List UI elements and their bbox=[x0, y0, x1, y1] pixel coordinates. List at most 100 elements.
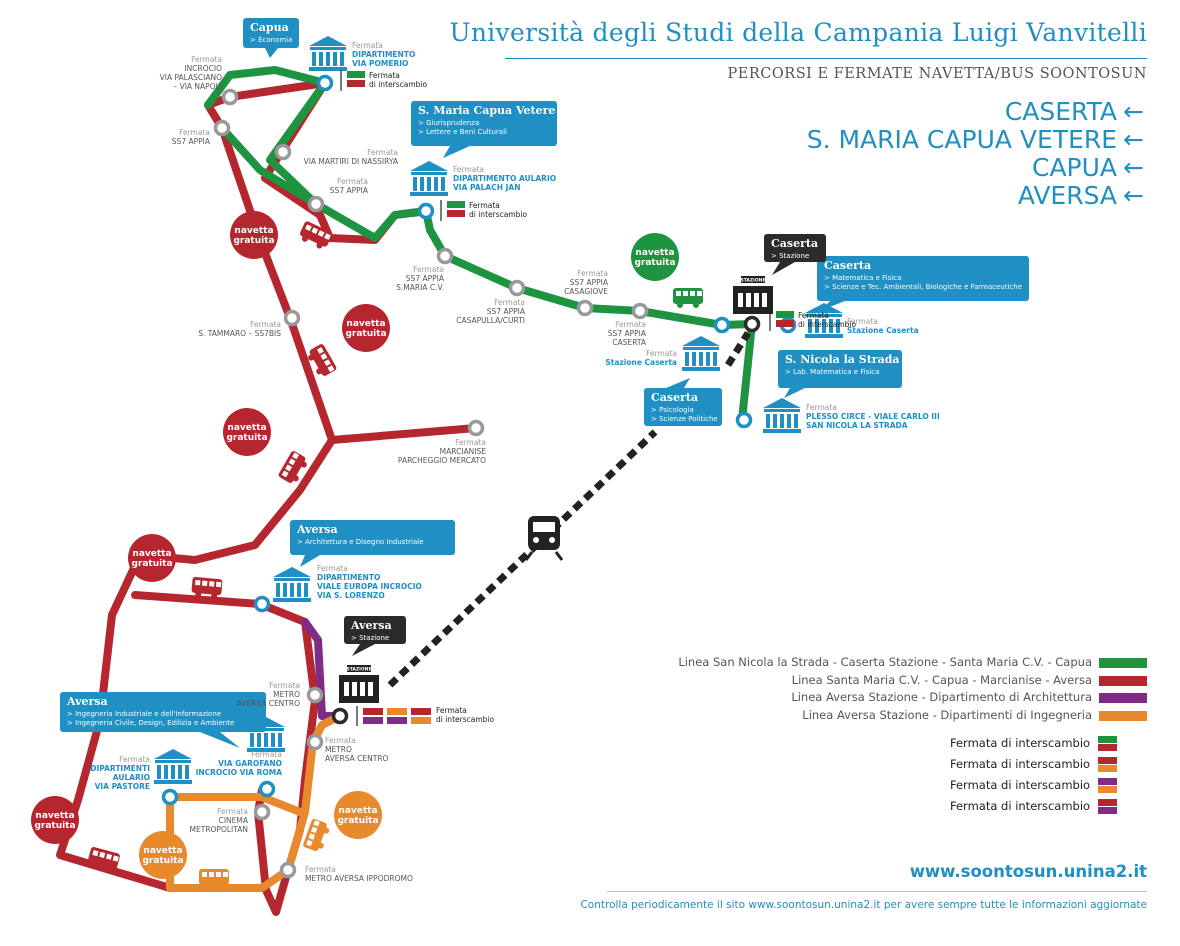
callout-capua: Capua > Economia bbox=[243, 18, 299, 58]
svg-text:> Ingegneria Industriale e del: > Ingegneria Industriale e dell'Informaz… bbox=[67, 710, 221, 718]
university-building-icon bbox=[273, 567, 311, 602]
interscambio-swatch bbox=[1098, 778, 1117, 794]
interscambio-marker bbox=[340, 70, 365, 91]
fermata-label: Fermata bbox=[577, 269, 608, 278]
callout-snicola: S. Nicola la Strada> Lab. Matematica e F… bbox=[778, 350, 902, 398]
fermata-label: Fermata bbox=[615, 320, 646, 329]
fermata-label: Fermata bbox=[119, 755, 150, 764]
legend-row-orange: Linea Aversa Stazione - Dipartimenti di … bbox=[640, 707, 1150, 725]
callout-aversa-arch: Aversa > Architettura e Disegno Industria… bbox=[290, 520, 455, 567]
stop-marker bbox=[576, 299, 594, 317]
interscambio-swatch bbox=[1098, 736, 1117, 752]
legend-row-purple: Linea Aversa Stazione - Dipartimento di … bbox=[640, 689, 1150, 707]
fermata-label: Fermata bbox=[367, 148, 398, 157]
footnote: Controlla periodicamente il sito www.soo… bbox=[580, 899, 1147, 911]
arrow-left-icon: ← bbox=[1123, 97, 1144, 126]
callout-aversa-stazione: Aversa > Stazione bbox=[344, 616, 406, 656]
arrow-left-icon: ← bbox=[1123, 125, 1144, 154]
fermata-label: Fermata bbox=[251, 750, 282, 759]
interscambio-swatch bbox=[1098, 757, 1117, 773]
department-stop-marker bbox=[258, 780, 276, 798]
red-line-marcianise bbox=[328, 424, 480, 444]
department-stop-marker bbox=[713, 316, 731, 334]
department-stop-marker bbox=[735, 411, 753, 429]
stop-marker bbox=[307, 195, 325, 213]
stop-marker bbox=[213, 119, 231, 137]
stop-name: S. TAMMARO – SS7BIS bbox=[198, 329, 281, 338]
callout-caserta: Caserta> Matematica e Fisica> Scienze e … bbox=[817, 256, 1029, 310]
city-aversa[interactable]: AVERSA← bbox=[1017, 181, 1144, 210]
fermata-label: Fermata bbox=[646, 349, 677, 358]
interchange-stop-marker bbox=[331, 707, 349, 725]
website-link[interactable]: www.soontosun.unina2.it bbox=[909, 862, 1147, 881]
orange-line-cross bbox=[166, 793, 304, 816]
department-stop-marker bbox=[253, 595, 271, 613]
svg-text:> Stazione: > Stazione bbox=[771, 252, 809, 260]
svg-text:Aversa: Aversa bbox=[296, 523, 338, 536]
arrow-left-icon: ← bbox=[1123, 153, 1144, 182]
fermata-label: Fermata bbox=[494, 298, 525, 307]
svg-text:Aversa: Aversa bbox=[350, 619, 392, 632]
interscambio-marker bbox=[440, 200, 465, 221]
svg-text:> Scienze Politiche: > Scienze Politiche bbox=[651, 415, 718, 423]
department-stop-marker bbox=[161, 788, 179, 806]
interscambio-row: Fermata di interscambio bbox=[950, 799, 1117, 820]
interchange-stop-marker bbox=[743, 315, 761, 333]
stop-marker bbox=[253, 803, 271, 821]
university-building-icon bbox=[410, 161, 448, 196]
bus-icon bbox=[191, 576, 223, 599]
city-capua[interactable]: CAPUA← bbox=[1032, 153, 1144, 182]
department-stop-marker bbox=[316, 74, 334, 92]
legend-swatch bbox=[1099, 658, 1147, 668]
svg-text:STAZIONE: STAZIONE bbox=[740, 278, 765, 284]
city-caserta[interactable]: CASERTA← bbox=[1004, 97, 1144, 126]
svg-text:Capua: Capua bbox=[250, 21, 289, 34]
bus-icon bbox=[88, 847, 120, 872]
svg-text:Caserta: Caserta bbox=[651, 391, 698, 404]
stop-marker bbox=[436, 247, 454, 265]
page-title: Università degli Studi della Campania Lu… bbox=[449, 18, 1147, 47]
stop-name: METRO AVERSA IPPODROMO bbox=[305, 874, 413, 883]
red-line-main bbox=[56, 79, 336, 892]
fermata-label: Fermata bbox=[250, 320, 281, 329]
svg-text:> Stazione: > Stazione bbox=[351, 634, 389, 642]
stop-name: SS7 APPIA bbox=[172, 137, 211, 146]
svg-text:> Economia: > Economia bbox=[250, 36, 292, 44]
footer-divider bbox=[607, 891, 1147, 892]
fermata-label: Fermata bbox=[847, 317, 878, 326]
svg-text:Caserta: Caserta bbox=[771, 237, 818, 250]
stop-name: SS7 APPIA bbox=[330, 186, 369, 195]
city-smcv[interactable]: S. MARIA CAPUA VETERE← bbox=[806, 125, 1144, 154]
fermata-label: Fermata bbox=[325, 736, 356, 745]
train-icon bbox=[524, 516, 564, 561]
interscambio-legend: Fermata di interscambio Fermata di inter… bbox=[950, 736, 1117, 820]
legend-swatch bbox=[1099, 710, 1147, 721]
interscambio-marker bbox=[769, 310, 794, 331]
callout-smcv: S. Maria Capua Vetere> Giurisprudenza> L… bbox=[411, 101, 557, 158]
department-stop-name: Stazione Caserta bbox=[605, 358, 677, 367]
department-stop-name: Stazione Caserta bbox=[847, 326, 919, 335]
legend-swatch bbox=[1099, 693, 1147, 703]
svg-text:> Architettura e Disegno Indus: > Architettura e Disegno Industriale bbox=[297, 538, 424, 546]
callout-caserta-psicologia: Caserta> Psicologia> Scienze Politiche bbox=[644, 378, 722, 426]
